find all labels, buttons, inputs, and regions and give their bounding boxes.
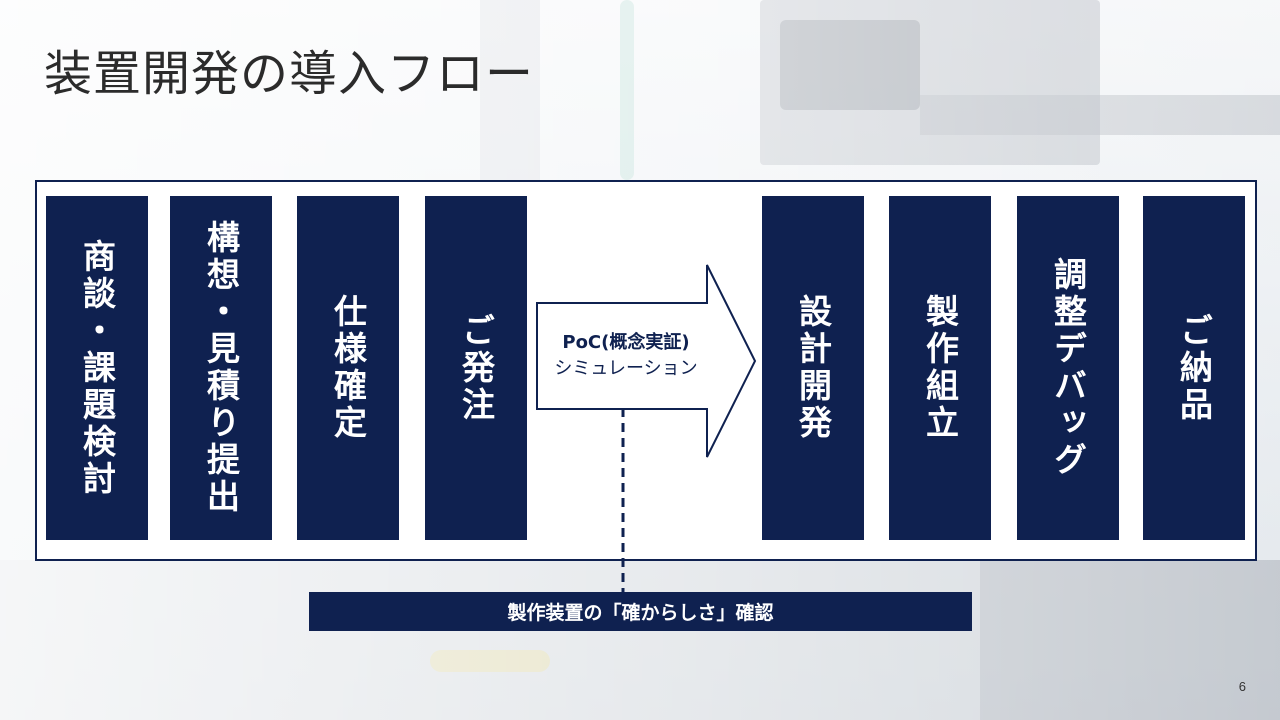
confirmation-banner: 製作装置の「確からしさ」確認: [309, 592, 972, 631]
page-number: 6: [1238, 679, 1246, 694]
step-box-shodan: 商談・課題検討: [46, 196, 148, 540]
step-label: 製作組立: [920, 294, 960, 442]
step-label: 商談・課題検討: [77, 238, 117, 498]
step-label: 仕様確定: [328, 294, 368, 442]
step-box-koso: 構想・見積り提出: [170, 196, 272, 540]
poc-arrow-shape: [536, 264, 757, 458]
step-label: 調整デバッグ: [1048, 257, 1088, 479]
step-label: ご納品: [1174, 312, 1214, 424]
step-box-sekkei: 設計開発: [762, 196, 864, 540]
step-box-chosei: 調整デバッグ: [1017, 196, 1119, 540]
step-box-shiyo: 仕様確定: [297, 196, 399, 540]
step-box-nohin: ご納品: [1143, 196, 1245, 540]
poc-arrow-label: PoC(概念実証) シミュレーション: [536, 330, 716, 382]
step-label: 設計開発: [793, 294, 833, 442]
step-box-hatchu: ご発注: [425, 196, 527, 540]
poc-label-line2: シミュレーション: [554, 358, 698, 379]
poc-label-line1: PoC(概念実証): [562, 332, 690, 353]
confirmation-label: 製作装置の「確からしさ」確認: [507, 602, 774, 624]
connector-dashed-line: [621, 408, 625, 594]
slide-title: 装置開発の導入フロー: [44, 46, 535, 102]
step-label: 構想・見積り提出: [201, 220, 241, 516]
step-box-seisaku: 製作組立: [889, 196, 991, 540]
step-label: ご発注: [456, 312, 496, 424]
